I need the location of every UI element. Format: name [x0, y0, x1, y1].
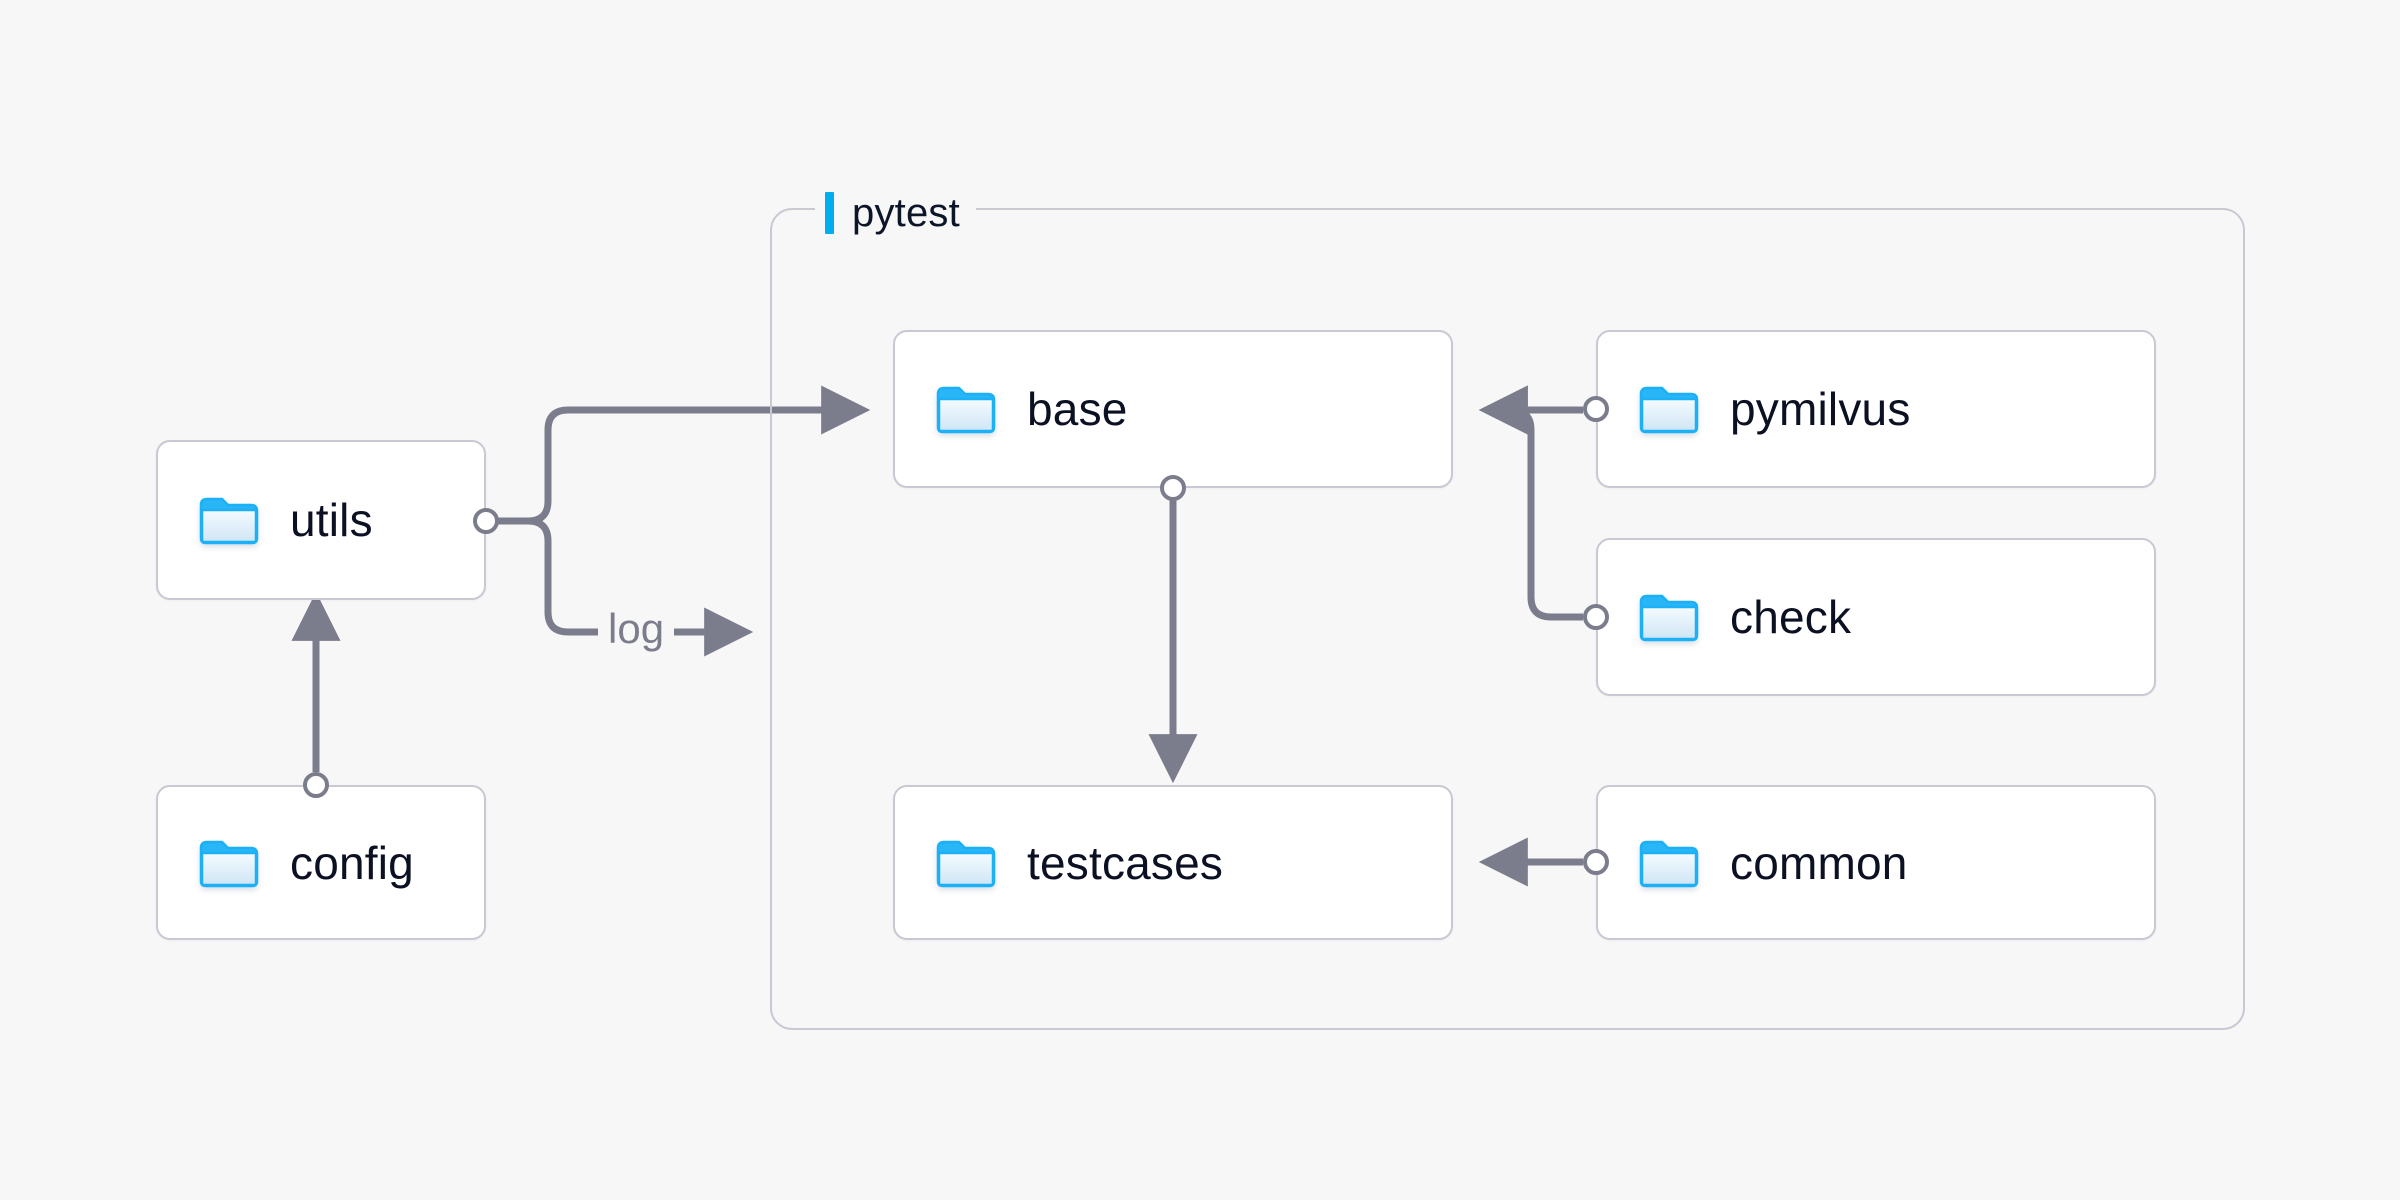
- folder-icon: [198, 494, 260, 546]
- folder-icon: [935, 383, 997, 435]
- port-common-left[interactable]: [1583, 849, 1609, 875]
- group-pytest-label-text: pytest: [852, 190, 960, 235]
- node-testcases[interactable]: testcases: [893, 785, 1453, 940]
- node-base-label: base: [1027, 383, 1128, 435]
- node-common-label: common: [1730, 836, 1908, 889]
- node-config[interactable]: config: [156, 785, 486, 940]
- port-base-bottom[interactable]: [1160, 475, 1186, 501]
- accent-bar-icon: [825, 192, 834, 234]
- node-pymilvus-label: pymilvus: [1730, 383, 1911, 435]
- group-pytest-label: pytest: [815, 185, 976, 241]
- node-base[interactable]: base: [893, 330, 1453, 488]
- node-check[interactable]: check: [1596, 538, 2156, 696]
- node-pymilvus[interactable]: pymilvus: [1596, 330, 2156, 488]
- folder-icon: [1638, 591, 1700, 643]
- node-utils-label: utils: [290, 494, 373, 546]
- folder-icon: [935, 837, 997, 889]
- node-check-label: check: [1730, 591, 1852, 643]
- folder-icon: [1638, 837, 1700, 889]
- port-utils-right[interactable]: [473, 508, 499, 534]
- node-utils[interactable]: utils: [156, 440, 486, 600]
- node-common[interactable]: common: [1596, 785, 2156, 940]
- node-config-label: config: [290, 836, 414, 889]
- folder-icon: [198, 837, 260, 889]
- port-check-left[interactable]: [1583, 604, 1609, 630]
- node-testcases-label: testcases: [1027, 836, 1224, 889]
- edge-label-log: log: [598, 608, 675, 650]
- port-config-top[interactable]: [303, 772, 329, 798]
- port-pymilvus-left[interactable]: [1583, 396, 1609, 422]
- folder-icon: [1638, 383, 1700, 435]
- group-pytest[interactable]: [770, 208, 2245, 1030]
